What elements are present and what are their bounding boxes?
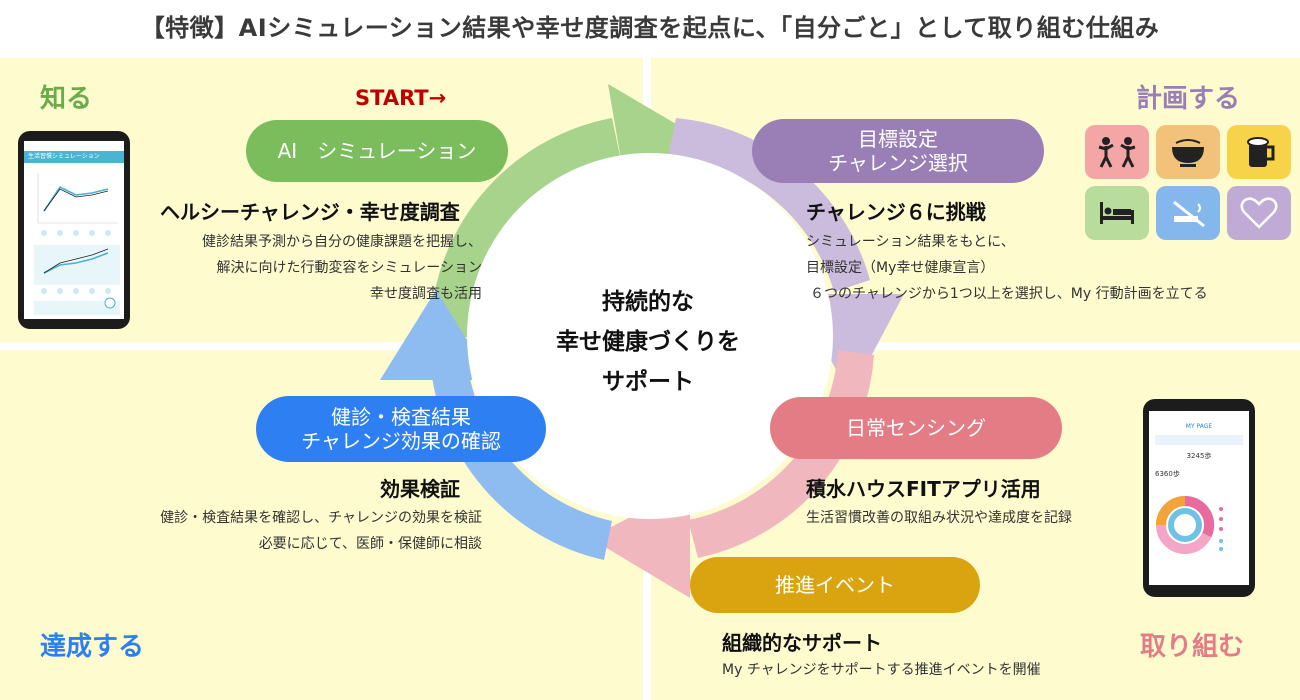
phone-simulation-screen: 生活習慣シミュレーション — [24, 141, 124, 319]
step-sensing-description: 生活習慣改善の取組み状況や達成度を記録 — [806, 505, 1072, 531]
step-event-label: 推進イベント — [775, 573, 895, 597]
step-sensing-label: 日常センシング — [846, 416, 986, 440]
step-goal-heading: チャレンジ６に挑戦 — [806, 200, 986, 224]
quadrant-label-plan: 計画する — [1136, 84, 1241, 114]
step-event-description: My チャレンジをサポートする推進イベントを開催 — [722, 657, 1041, 683]
step-ai-simulation: AI シミュレーション — [246, 120, 508, 182]
step-goal-desc-line-3: ６つのチャレンジから1つ以上を選択し、My 行動計画を立てる — [810, 286, 1208, 302]
heart-icon — [1240, 197, 1278, 229]
quadrant-label-engage: 取り組む — [1140, 632, 1245, 662]
phone-app-header: 生活習慣シミュレーション — [24, 151, 124, 163]
step-ai-desc-line-2: 解決に向けた行動変容をシミュレーション — [216, 260, 482, 276]
step-goal-label-1: 目標設定 — [858, 127, 938, 151]
beer-mug-icon — [1247, 137, 1275, 167]
activity-donut-thumbnail — [1156, 495, 1223, 554]
step-promotion-event: 推進イベント — [690, 557, 980, 613]
phone-fit-points: 6360歩 — [1155, 470, 1180, 478]
step-goal-desc-line-2: 目標設定（My幸せ健康宣言） — [806, 260, 995, 276]
challenge-tile-meal — [1156, 125, 1220, 179]
page-title: 【特徴】AIシミュレーション結果や幸せ度調査を起点に、「自分ごと」として取り組む… — [140, 14, 1160, 42]
step-ai-description: 健診結果予測から自分の健康課題を把握し、 解決に向けた行動変容をシミュレーション… — [130, 229, 482, 307]
quadrant-label-know: 知る — [40, 84, 93, 114]
arc-purple — [668, 118, 870, 292]
step-check-label-1: 健診・検査結果 — [331, 405, 471, 429]
step-check-description: 健診・検査結果を確認し、チャレンジの効果を検証 必要に応じて、医師・保健師に相談 — [100, 505, 482, 557]
step-goal-description: シミュレーション結果をもとに、 目標設定（My幸せ健康宣言） ６つのチャレンジか… — [806, 229, 1208, 307]
exercise-icon — [1098, 137, 1136, 168]
center-line-2: 幸せ健康づくりを — [556, 329, 740, 355]
start-label: START→ — [355, 86, 447, 110]
challenge-tile-exercise — [1085, 125, 1149, 179]
center-message: 持続的な 幸せ健康づくりを サポート — [528, 282, 768, 402]
meal-bowl-icon — [1172, 139, 1204, 167]
simulation-chart-thumbnail — [34, 173, 120, 315]
step-ai-desc-line-3: 幸せ度調査も活用 — [370, 286, 482, 302]
phone-fit-app: MY PAGE 3245歩 6360歩 — [1143, 399, 1255, 597]
step-ai-label: AI シミュレーション — [277, 139, 477, 163]
challenge-tile-sleep — [1085, 186, 1149, 240]
quadrant-label-achieve: 達成する — [40, 632, 145, 662]
center-line-3: サポート — [602, 369, 694, 395]
phone-fit-screen: MY PAGE 3245歩 6360歩 — [1149, 411, 1249, 585]
phone-status-bar — [24, 141, 124, 151]
phone-fit-status-bar — [1149, 411, 1249, 421]
center-circle — [467, 153, 833, 519]
step-check-heading: 効果検証 — [380, 477, 460, 501]
challenge-tile-alcohol — [1227, 125, 1291, 179]
step-daily-sensing: 日常センシング — [770, 397, 1062, 459]
step-check-desc-line-1: 健診・検査結果を確認し、チャレンジの効果を検証 — [160, 510, 482, 526]
challenge-tile-no-smoking — [1156, 186, 1220, 240]
step-event-desc-line-1: My チャレンジをサポートする推進イベントを開催 — [722, 662, 1041, 678]
sleep-bed-icon — [1100, 202, 1134, 224]
step-event-heading: 組織的なサポート — [722, 631, 882, 655]
step-sensing-desc-line-1: 生活習慣改善の取組み状況や達成度を記録 — [806, 510, 1072, 526]
phone-fit-steps: 3245歩 — [1186, 452, 1212, 460]
step-sensing-heading: 積水ハウスFITアプリ活用 — [806, 477, 1041, 501]
no-smoking-icon — [1173, 200, 1205, 228]
step-goal-setting: 目標設定 チャレンジ選択 — [752, 119, 1044, 183]
arrowhead-blue — [380, 290, 492, 380]
step-check-label-2: チャレンジ効果の確認 — [301, 429, 501, 453]
phone-fit-tabs — [1155, 435, 1243, 445]
challenge-tile-mental — [1227, 186, 1291, 240]
step-ai-desc-line-1: 健診結果予測から自分の健康課題を把握し、 — [202, 234, 482, 250]
step-ai-heading: ヘルシーチャレンジ・幸せ度調査 — [160, 200, 460, 224]
step-checkup-results: 健診・検査結果 チャレンジ効果の確認 — [256, 396, 546, 462]
step-goal-desc-line-1: シミュレーション結果をもとに、 — [806, 234, 1015, 250]
step-goal-label-2: チャレンジ選択 — [828, 151, 968, 175]
center-line-1: 持続的な — [602, 289, 694, 315]
step-check-desc-line-2: 必要に応じて、医師・保健師に相談 — [258, 536, 482, 552]
phone-simulation-app: 生活習慣シミュレーション — [18, 131, 130, 329]
phone-fit-header: MY PAGE — [1185, 423, 1213, 430]
